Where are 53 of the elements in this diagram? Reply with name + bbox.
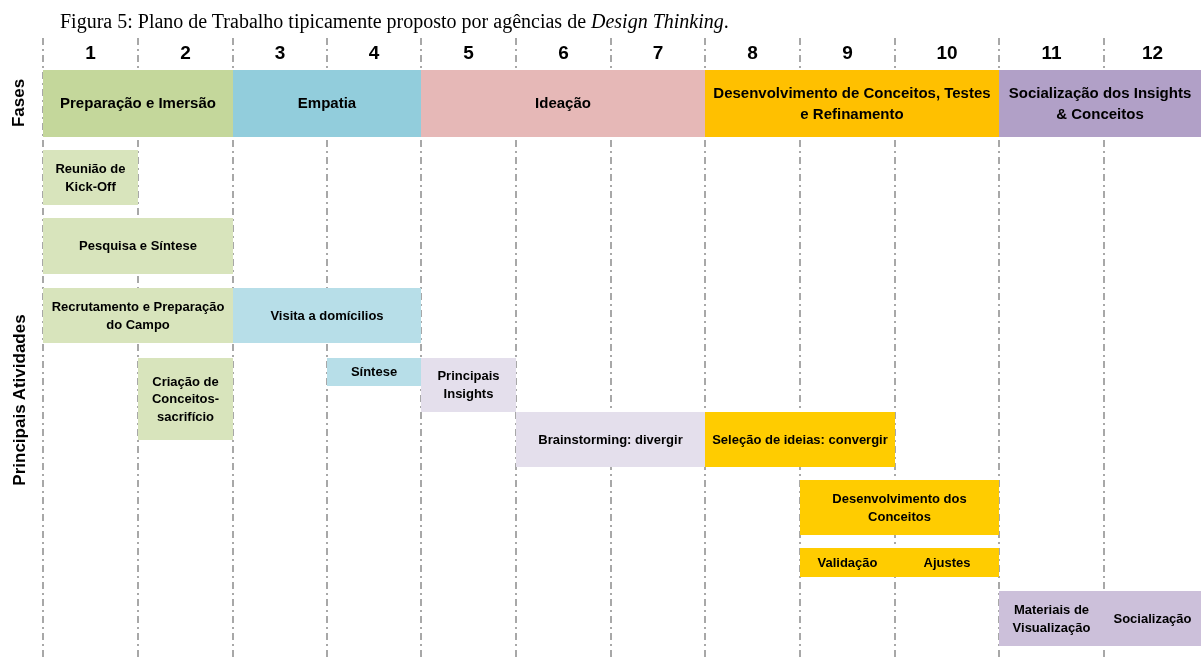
- phase-label: Socialização dos Insights & Conceitos: [1007, 83, 1193, 124]
- activity-label: Pesquisa e Síntese: [79, 237, 197, 255]
- column-number: 10: [935, 42, 959, 64]
- activity-bar: [705, 412, 895, 467]
- activity-label: Visita a domícilios: [270, 306, 384, 325]
- activity-label: Síntese: [350, 363, 398, 381]
- activity-label: Seleção de ideias: convergir: [712, 430, 888, 449]
- activity-label: Ajustes: [923, 553, 971, 572]
- activity-bar: [999, 591, 1104, 646]
- column-number: 2: [179, 42, 192, 64]
- column-number: 6: [557, 42, 570, 64]
- activity-bar: [895, 548, 999, 577]
- activity-label: Criação de Conceitos-sacrifício: [150, 372, 221, 426]
- phase-bar: [705, 70, 999, 137]
- activity-bar: [421, 358, 516, 412]
- phase-label: Desenvolvimento de Conceitos, Testes e Refinamento: [712, 83, 992, 124]
- column-number: 7: [651, 42, 665, 64]
- phase-label: Preparação e Imersão: [60, 93, 216, 114]
- row-heading: Principais Atividades: [9, 314, 30, 486]
- column-number: 11: [1040, 42, 1063, 64]
- phase-bar: [999, 70, 1201, 137]
- phase-label: Empatia: [297, 93, 357, 114]
- activity-bar: [43, 150, 138, 205]
- column-number: 5: [462, 42, 475, 64]
- activity-label: Socialização: [1113, 609, 1192, 628]
- activity-bar: [43, 288, 233, 343]
- activity-label: Validação: [817, 553, 878, 572]
- column-number: 4: [367, 42, 381, 64]
- activity-label: Materiais de Visualização: [1011, 600, 1092, 637]
- activity-label: Recrutamento e Preparação do Campo: [50, 297, 226, 334]
- activity-bar: [516, 412, 705, 467]
- column-number: 1: [84, 42, 97, 64]
- figure-title: Figura 5: Plano de Trabalho tipicamente proposto por agências de Design Thinking.: [60, 10, 729, 33]
- activity-label: Principais Insights: [436, 367, 501, 403]
- phase-label: Ideação: [535, 93, 591, 114]
- row-heading: Fases: [9, 78, 30, 128]
- phase-bar: [421, 70, 705, 137]
- column-number: 9: [841, 42, 854, 64]
- column-number: 3: [273, 42, 287, 64]
- activity-bar: [43, 218, 233, 274]
- activity-bar: [233, 288, 421, 343]
- phase-bar: [43, 70, 233, 137]
- column-number: 8: [746, 42, 759, 64]
- activity-bar: [800, 548, 895, 577]
- column-number: 12: [1140, 42, 1165, 64]
- activity-label: Reunião de Kick-Off: [54, 159, 127, 196]
- activity-bar: [327, 358, 421, 386]
- activity-bar: [138, 358, 233, 440]
- activity-bar: [1104, 591, 1201, 646]
- activity-label: Brainstorming: divergir: [538, 430, 683, 449]
- phase-bar: [233, 70, 421, 137]
- activity-label: Desenvolvimento dos Conceitos: [831, 489, 968, 526]
- activity-bar: [800, 480, 999, 535]
